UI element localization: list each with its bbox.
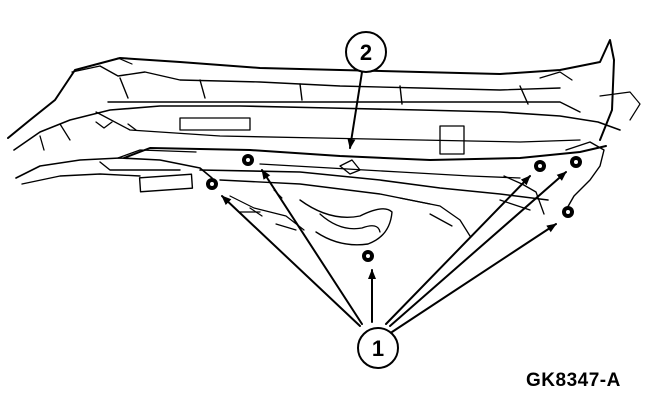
fastener-6 (562, 206, 574, 218)
fasteners (206, 154, 582, 262)
fastener-5 (570, 156, 582, 168)
fastener-3 (362, 250, 374, 262)
callout-1-leaders (221, 169, 567, 333)
callout-1-label: 1 (372, 336, 384, 361)
callout-2: 2 (345, 31, 387, 73)
callout-2-leader (347, 71, 363, 149)
cowl-panel (7, 39, 641, 155)
fastener-4 (534, 160, 546, 172)
callout-1: 1 (357, 327, 399, 369)
fastener-2 (242, 154, 254, 166)
fastener-1 (206, 178, 218, 190)
cowl-top-panel (123, 141, 607, 246)
callout-2-label: 2 (360, 40, 372, 65)
lower-flange (15, 149, 213, 193)
figure-id: GK8347-A (526, 370, 621, 391)
